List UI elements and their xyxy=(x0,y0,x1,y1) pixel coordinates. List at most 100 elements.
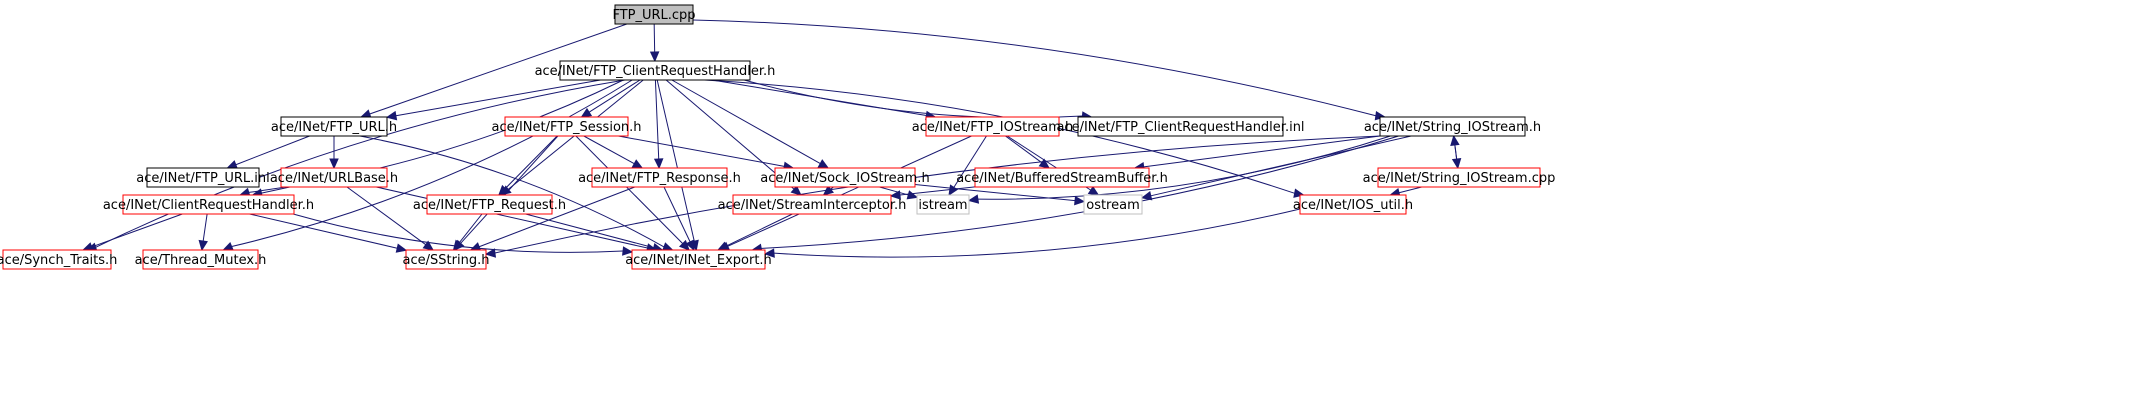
edge-ios_util_h-to-inet_export_h xyxy=(773,208,1301,258)
edge-ftp_url_h-to-ftp_url_inl xyxy=(235,135,310,166)
edge-arrowhead xyxy=(222,241,234,251)
node-box xyxy=(122,194,295,215)
node-box xyxy=(925,116,1060,137)
node-string-iostream-h[interactable]: ace/INet/String_IOStream.h xyxy=(1364,116,1541,137)
edge-string_iostream_cpp-to-string_iostream_h xyxy=(1454,144,1459,169)
edge-arrowhead xyxy=(790,185,802,196)
edge-ftp_iostream_h-to-istream xyxy=(953,135,987,188)
node-box xyxy=(280,167,388,188)
node-box xyxy=(1077,116,1284,137)
edge-ftp_crh_h-to-sock_iostream_h xyxy=(671,79,821,165)
node-label: ace/Thread_Mutex.h xyxy=(135,253,267,268)
edge-arrowhead xyxy=(906,190,919,200)
node-box xyxy=(504,116,629,137)
node-box xyxy=(614,4,694,25)
node-label: ace/INet/FTP_URL.h xyxy=(271,120,397,135)
edge-arrowhead xyxy=(329,158,339,170)
edge-string_iostream_cpp-to-ios_util_h xyxy=(1398,186,1422,194)
node-synch-traits-h[interactable]: ace/Synch_Traits.h xyxy=(0,249,117,270)
edge-buffered_sb_h-to-stream_int_h xyxy=(899,186,976,196)
node-box xyxy=(142,249,259,270)
edge-arrowhead xyxy=(1038,158,1051,169)
edge-string_iostream_h-to-ostream xyxy=(1150,135,1412,197)
node-label: ace/INet/FTP_Session.h xyxy=(491,120,641,135)
edge-urlbase_h-to-client_rh_h xyxy=(261,186,290,194)
edge-arrowhead xyxy=(649,51,660,63)
node-box xyxy=(974,167,1150,188)
node-sock-iostream-h[interactable]: ace/INet/Sock_IOStream.h xyxy=(760,167,930,188)
node-label: ace/INet/String_IOStream.cpp xyxy=(1363,171,1556,186)
edge-arrowhead xyxy=(452,239,464,251)
graph-nodes: FTP_URL.cpp ace/INet/FTP_ClientRequestHan… xyxy=(0,4,1556,270)
node-label: istream xyxy=(918,198,967,213)
edge-ftp_url_cpp-to-ftp_crh_h xyxy=(653,23,656,53)
edge-ftp_response_h-to-inet_export_h xyxy=(663,186,691,243)
node-string-iostream-cpp[interactable]: ace/INet/String_IOStream.cpp xyxy=(1363,167,1556,188)
edge-arrowhead xyxy=(685,239,695,252)
edge-client_rh_h-to-sstring_h xyxy=(249,213,398,249)
edge-arrowhead xyxy=(395,243,408,253)
edge-arrowhead xyxy=(385,110,398,121)
edge-string_iostream_h-to-inet_export_h xyxy=(761,135,1399,249)
node-box xyxy=(1299,194,1407,215)
edge-arrowhead xyxy=(226,160,238,169)
node-label: ace/INet/FTP_IOStream.h xyxy=(912,120,1074,135)
node-buffered-sb-h[interactable]: ace/INet/BufferedStreamBuffer.h xyxy=(956,167,1168,188)
edge-stream_int_h-to-inet_export_h xyxy=(725,213,793,247)
edge-ftp_response_h-to-sstring_h xyxy=(478,186,635,248)
node-box xyxy=(631,249,766,270)
edge-ftp_crh_h-to-ftp_session_h xyxy=(588,79,641,113)
node-ftp-url-inl[interactable]: ace/INet/FTP_URL.inl xyxy=(136,167,270,188)
edge-ftp_session_h-to-sstring_h xyxy=(460,135,559,244)
edge-ftp_session_h-to-ftp_response_h xyxy=(583,135,635,165)
node-box xyxy=(1377,167,1541,188)
edge-arrowhead xyxy=(1087,185,1100,196)
node-box xyxy=(774,167,916,188)
edge-ftp_crh_h-to-thread_mutex_h xyxy=(231,79,633,248)
node-inet-export-h[interactable]: ace/INet/INet_Export.h xyxy=(625,249,772,270)
edge-ftp_crh_h-to-ftp_url_h xyxy=(395,79,601,117)
node-box xyxy=(1379,116,1526,137)
node-stream-int-h[interactable]: ace/INet/StreamInterceptor.h xyxy=(718,194,907,215)
node-thread-mutex-h[interactable]: ace/Thread_Mutex.h xyxy=(135,249,267,270)
node-label: ace/INet/FTP_URL.inl xyxy=(136,171,269,186)
node-label: ace/INet/BufferedStreamBuffer.h xyxy=(956,171,1168,186)
edge-arrowhead xyxy=(948,184,959,197)
edge-urlbase_h-to-sstring_h xyxy=(346,186,427,246)
edge-arrowhead xyxy=(967,194,980,204)
node-urlbase-h[interactable]: ace/INet/URLBase.h xyxy=(270,167,398,188)
edge-arrowhead xyxy=(678,239,690,251)
edge-ftp_iostream_h-to-buffered_sb_h xyxy=(1005,135,1043,164)
edge-sock_iostream_h-to-ostream xyxy=(914,184,1076,202)
edge-ftp_iostream_h-to-inet_export_h xyxy=(727,135,972,247)
edge-ftp_session_h-to-ftp_request_h xyxy=(504,135,558,189)
edge-arrowhead xyxy=(422,240,435,251)
graph-edges xyxy=(82,19,1462,258)
node-ios-util-h[interactable]: ace/INet/IOS_util.h xyxy=(1293,194,1413,215)
edge-string_iostream_h-to-sstring_h xyxy=(494,135,1381,254)
node-ftp-url-h[interactable]: ace/INet/FTP_URL.h xyxy=(271,116,397,137)
node-box xyxy=(2,249,112,270)
edge-ftp_session_h-to-sock_iostream_h xyxy=(618,135,785,167)
edge-arrowhead xyxy=(484,248,497,258)
node-ftp-response-h[interactable]: ace/INet/FTP_Response.h xyxy=(578,167,741,188)
node-client-rh-h[interactable]: ace/INet/ClientRequestHandler.h xyxy=(103,194,314,215)
node-ftp-crh-inl[interactable]: ace/INet/FTP_ClientRequestHandler.inl xyxy=(1056,116,1305,137)
node-label: FTP_URL.cpp xyxy=(612,8,695,23)
edge-arrowhead xyxy=(653,158,664,170)
node-ostream: ostream xyxy=(1083,194,1143,215)
node-ftp-session-h[interactable]: ace/INet/FTP_Session.h xyxy=(491,116,642,137)
node-label: ace/INet/IOS_util.h xyxy=(1293,198,1413,213)
node-label: ace/Synch_Traits.h xyxy=(0,253,117,268)
edge-ftp_session_h-to-inet_export_h xyxy=(575,135,684,244)
node-ftp-crh-h[interactable]: ace/INet/FTP_ClientRequestHandler.h xyxy=(535,60,776,81)
node-label: ace/INet/FTP_Request.h xyxy=(413,198,566,213)
node-ftp-request-h[interactable]: ace/INet/FTP_Request.h xyxy=(413,194,566,215)
node-sstring-h[interactable]: ace/SString.h xyxy=(403,249,490,270)
edge-arrowhead xyxy=(631,159,644,169)
edge-ftp_crh_h-to-ftp_crh_inl xyxy=(744,79,1083,119)
node-ftp-iostream-h[interactable]: ace/INet/FTP_IOStream.h xyxy=(912,116,1074,137)
edge-arrowhead xyxy=(622,246,634,256)
node-box xyxy=(405,249,487,270)
